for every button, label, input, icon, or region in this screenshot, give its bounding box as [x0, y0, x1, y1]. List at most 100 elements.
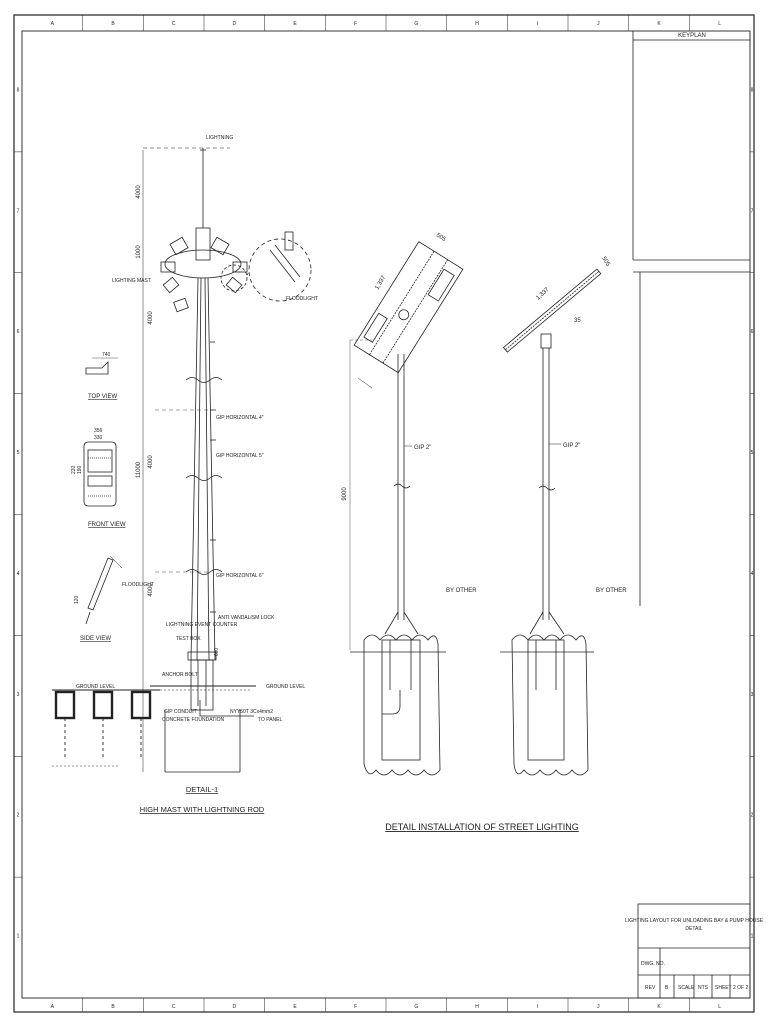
- grid-column-label: K: [657, 1004, 661, 1010]
- left-panel-length: 1,337: [375, 274, 388, 291]
- grid-row-label: 2: [17, 813, 20, 819]
- detail-2-title: DETAIL INSTALLATION OF STREET LIGHTING: [385, 822, 579, 832]
- front-view-dimension-1: 356: [94, 428, 103, 434]
- grid-column-label: G: [414, 21, 418, 27]
- grid-row-label: 4: [17, 571, 20, 577]
- left-by-other-label: BY OTHER: [446, 588, 477, 594]
- side-view-dimension: 120: [74, 595, 80, 604]
- grid-row-label: 7: [17, 208, 20, 214]
- left-gip-label: GIP 2": [414, 445, 431, 451]
- front-view-dimension-3: 220: [71, 465, 77, 474]
- grid-column-label: F: [354, 1004, 357, 1010]
- grid-column-label: E: [293, 21, 297, 27]
- drawing-subtitle: DETAIL: [685, 926, 702, 932]
- conduit-label: GIP CONDUIT: [164, 709, 197, 715]
- right-panel-length: 1,337: [535, 287, 551, 302]
- high-mast-drawing: [142, 147, 312, 773]
- test-box-label: TEST BOX: [176, 636, 201, 642]
- mast-dimension-6: 4000: [148, 583, 154, 597]
- right-gip-label: GIP 2": [563, 443, 580, 449]
- front-view-dimension-4: 190: [77, 465, 83, 474]
- mast-dimension-2: 1000: [136, 245, 142, 259]
- scale-label: SCALE: [678, 985, 695, 991]
- grid-column-label: J: [597, 1004, 600, 1010]
- left-panel-width: 505: [435, 233, 447, 244]
- sheet-value: 2 OF 2: [733, 985, 749, 991]
- street-light-height: 9000: [342, 487, 348, 501]
- grid-column-label: A: [51, 21, 55, 27]
- side-view-floodlight-label: FLOODLIGHT: [122, 582, 154, 588]
- grid-row-label: 8: [751, 87, 754, 93]
- grid-column-label: J: [597, 21, 600, 27]
- grid-row-label: 2: [751, 813, 754, 819]
- mast-dimension-1: 4000: [136, 185, 142, 199]
- grid-column-label: B: [111, 21, 115, 27]
- grid-column-label: L: [718, 1004, 721, 1010]
- grid-row-label: 6: [751, 329, 754, 335]
- grid-row-label: 5: [17, 450, 20, 456]
- grid-column-label: K: [657, 21, 661, 27]
- grid-row-label: 1: [751, 934, 754, 940]
- mast-dimension-7: 600: [214, 648, 220, 657]
- right-panel-width: 505: [600, 256, 611, 268]
- lightning-event-counter-label: LIGHTNING EVENT COUNTER: [166, 622, 238, 628]
- street-light-right-drawing: [500, 268, 602, 776]
- side-view-label: SIDE VIEW: [80, 636, 111, 642]
- lighting-mast-label: LIGHTING MAST: [112, 278, 151, 284]
- front-view-label: FRONT VIEW: [88, 522, 126, 528]
- gip-horizontal-3-label: GIP HORIZONTAL 6": [216, 573, 264, 579]
- grid-column-label: E: [293, 1004, 297, 1010]
- mast-dimension-3: 4000: [148, 311, 154, 325]
- grid-column-label: I: [537, 1004, 538, 1010]
- grid-row-label: 6: [17, 329, 20, 335]
- right-by-other-label: BY OTHER: [596, 588, 627, 594]
- detail-1-title: HIGH MAST WITH LIGHTNING ROD: [140, 805, 265, 814]
- detail-1-number: DETAIL-1: [186, 785, 218, 794]
- foundation-label: CONCRETE FOUNDATION: [162, 717, 225, 723]
- mast-dimension-5: 11000: [136, 461, 142, 478]
- keyplan-panel: [632, 31, 750, 606]
- grid-column-label: F: [354, 21, 357, 27]
- ground-level-label: GROUND LEVEL: [266, 684, 305, 690]
- floodlight-label: FLOODLIGHT: [286, 296, 318, 302]
- drawing-title: LIGHTING LAYOUT FOR UNLOADING BAY & PUMP…: [625, 918, 764, 924]
- top-view-drawing: [85, 357, 118, 375]
- grid-column-label: A: [51, 1004, 55, 1010]
- grid-column-label: D: [233, 1004, 237, 1010]
- lightning-rod-label: LIGHTNING: [206, 135, 233, 141]
- grid-column-label: L: [718, 21, 721, 27]
- right-panel-depth: 35: [574, 318, 581, 324]
- grid-column-label: H: [475, 21, 479, 27]
- keyplan-label: KEYPLAN: [678, 33, 706, 39]
- gip-horizontal-1-label: GIP HORIZONTAL 4": [216, 415, 264, 421]
- rev-value: B: [665, 985, 669, 991]
- scale-value: NTS: [698, 985, 709, 991]
- sheet-frame: [13, 14, 755, 1013]
- cable-label: NYY50T 3Cx4mm2: [230, 709, 273, 715]
- grid-column-label: C: [172, 21, 176, 27]
- grid-column-label: B: [111, 1004, 115, 1010]
- grid-column-label: G: [414, 1004, 418, 1010]
- gip-horizontal-2-label: GIP HORIZONTAL 5": [216, 453, 264, 459]
- front-view-dimension-2: 330: [94, 435, 103, 441]
- anti-vandalism-lock-label: ANTI VANDALISM LOCK: [218, 615, 275, 621]
- grid-column-label: H: [475, 1004, 479, 1010]
- front-view-drawing: [83, 441, 117, 507]
- to-panel-label: TO PANEL: [258, 717, 282, 723]
- grid-row-label: 3: [17, 692, 20, 698]
- grid-row-label: 4: [751, 571, 754, 577]
- grid-row-label: 3: [751, 692, 754, 698]
- anchor-bolt-label: ANCHOR BOLT: [162, 672, 198, 678]
- side-view-drawing: [85, 555, 123, 625]
- grid-column-label: C: [172, 1004, 176, 1010]
- title-block: [637, 903, 751, 999]
- grounding-level-label: GROUND LEVEL: [76, 684, 115, 690]
- grounding-pits-drawing: [52, 689, 160, 767]
- top-view-dimension: 740: [102, 352, 111, 358]
- grid-row-label: 8: [17, 87, 20, 93]
- dwg-no-label: DWG. NO.: [641, 961, 665, 967]
- grid-row-label: 7: [751, 208, 754, 214]
